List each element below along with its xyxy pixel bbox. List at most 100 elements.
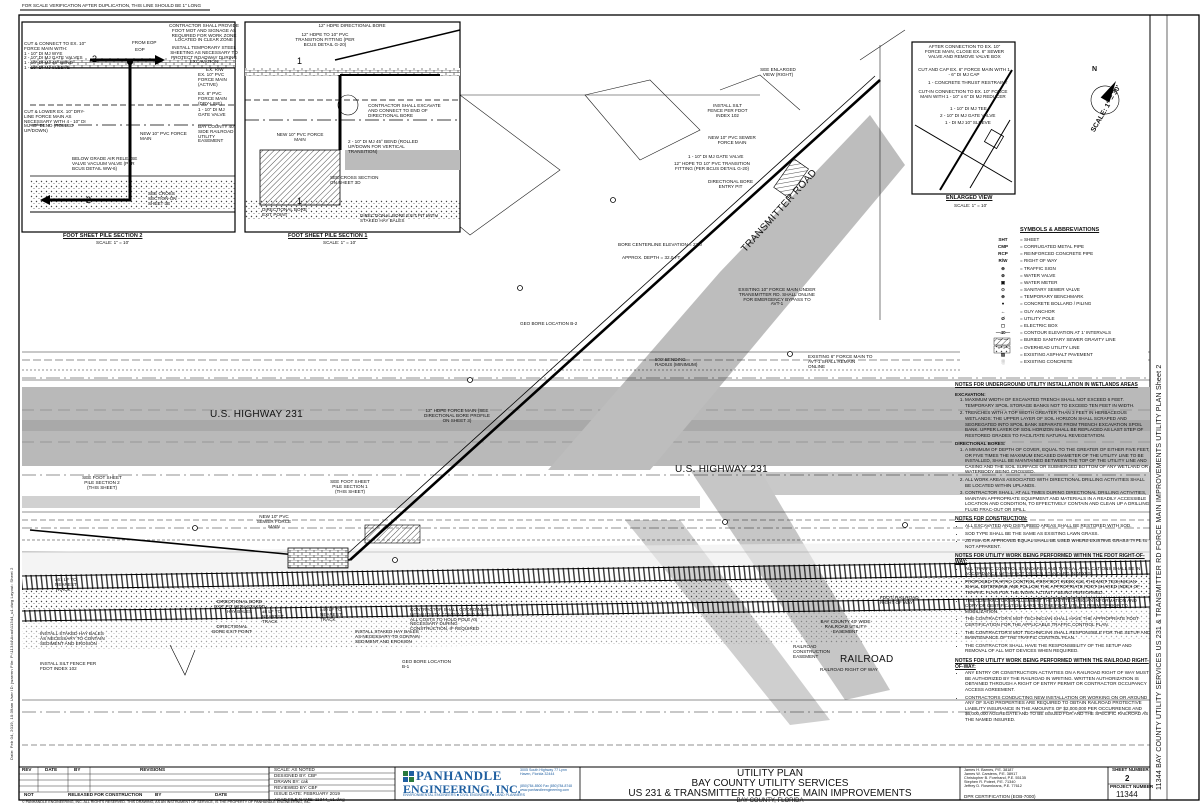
callout-new-10-pvc: NEW 10" PVC FORCE MAIN	[140, 131, 187, 141]
callout-cut-connect: CUT & CONNECT TO EX. 10" FORCE MAIN WITH…	[24, 41, 86, 71]
date-label: DATE	[215, 792, 228, 797]
plan-callout-bore-centerline: BORE CENTERLINE ELEVATION = 23.0	[618, 242, 702, 247]
project-number-label: PROJECT NUMBER	[1110, 784, 1154, 789]
plan-callout-bending-radius: 500' BENDING RADIUS (MINIMUM)	[655, 357, 698, 367]
not-label: NOT	[24, 792, 34, 797]
note-item: CONTRACTOR SHALL, AT ALL TIMES DURING DI…	[965, 490, 1151, 512]
plan-callout-exit-pit: DIRECTIONAL BORE EXIT PIT WITH STAKED HA…	[214, 599, 265, 614]
side-title-strip: 11344 BAY COUNTY UTILITY SERVICES US 231…	[1156, 364, 1163, 790]
note-item: PROPOSED TRAFFIC CONTROL PER FDOT INDEX …	[965, 579, 1151, 596]
notes-panel: NOTES FOR UNDERGROUND UTILITY INSTALLATI…	[955, 378, 1151, 724]
note-item: ALL WORK AREAS ASSOCIATED WITH DIRECTION…	[965, 477, 1151, 488]
notes-heading: NOTES FOR CONSTRUCTION:	[955, 516, 1028, 523]
legend-row: ⊗= WATER VALVE	[994, 273, 1134, 280]
legend-row: R/W= RIGHT OF WAY	[994, 258, 1134, 265]
legend-label: = TRAFFIC SIGN	[1020, 265, 1056, 271]
notes-list: ANY ENTRY OR CONSTRUCTION ACTIVITIES ON …	[955, 670, 1151, 722]
company-address: 3005 South Highway 77 Lynn Haven, Florid…	[520, 768, 567, 776]
enlarged-callout-gate: 2 - 10" DI MJ GATE VALVE	[940, 113, 996, 118]
notes-list: ALL EXCAVATED AND DISTURBED AREAS SHALL …	[955, 523, 1151, 549]
dpr-certification: DPR CERTIFICATION (EOB-7000)	[964, 794, 1036, 799]
enlarged-callout-sleeve: 1 - DI MJ 10" SLEEVE	[945, 120, 991, 125]
svg-text:2: 2	[92, 54, 97, 64]
plan-callout-geo-bore-b2: GEO BORE LOCATION B-2	[520, 321, 578, 326]
legend-title: SYMBOLS & ABBREVIATIONS	[1020, 227, 1100, 233]
plan-callout-see-section-2: SEE FOOT SHEET PILE SECTION 2 (THIS SHEE…	[82, 475, 122, 490]
info-acad-file: ACAD FILE NAME: 11344_u1.dwg	[274, 797, 345, 802]
legend-symbol: ▣	[1000, 279, 1006, 285]
legend-row: ▨= EXISTING ASPHALT PAVEMENT	[994, 352, 1134, 359]
detail-title-section-2: FOOT SHEET PILE SECTION 2	[63, 233, 143, 239]
enlarged-callout-tee: 1 - 10" DI MJ TEE	[950, 106, 987, 111]
detail-scale-section-2: SCALE: 1" = 10'	[96, 240, 130, 245]
info-scale: SCALE: AS NOTED	[274, 767, 315, 772]
legend-symbol: ⊗	[1001, 272, 1005, 278]
plan-callout-existing-10: EXISTING 10" FORCE MAIN UNDER TRANSMITTE…	[738, 287, 816, 307]
legend-symbol: ⊙	[1001, 287, 1005, 293]
enlarged-view-title: ENLARGED VIEW	[946, 195, 993, 201]
legend-symbol: — —	[997, 337, 1009, 343]
road-label-railroad: RAILROAD	[840, 654, 894, 665]
file-path-strip: Date: Feb 04, 2019, 10:39am User ID: jwa…	[9, 567, 14, 760]
callout-bore-exit-pit: DIRECTIONAL BORE EXIT PIT WITH STAKED HA…	[360, 213, 438, 223]
legend-row: ←= GUY ANCHOR	[994, 309, 1134, 316]
legend-label: = REINFORCED CONCRETE PIPE	[1020, 251, 1094, 257]
enlarged-callout-close-valve: AFTER CONNECTION TO EX. 10" FORCE MAIN, …	[924, 44, 1005, 59]
client-name: BAY COUNTY UTILITY SERVICES	[691, 778, 849, 789]
legend-row: — —= OVERHEAD UTILITY LINE	[994, 345, 1134, 352]
note-item: ZOYSIA OR APPROVED EQUAL SHALL BE USED W…	[965, 538, 1151, 549]
plan-callout-hdpe-main: 12" HDPE FORCE MAIN (SEE DIRECTIONAL BOR…	[424, 408, 490, 423]
plan-callout-rr-rw: RAILROAD RIGHT OF WAY	[820, 667, 878, 672]
by-header: BY	[74, 767, 81, 772]
note-item: ALL EXCAVATED AND DISTURBED AREAS SHALL …	[965, 523, 1151, 529]
legend-symbol: R/W	[998, 258, 1008, 264]
info-issue-date: ISSUE DATE: FEBRUARY 2019	[274, 791, 340, 796]
legend-row: Ø= UTILITY POLE	[994, 316, 1134, 323]
plan-callout-rr-construction: RAILROAD CONSTRUCTION EASEMENT	[793, 644, 831, 659]
detail-scale-section-1: SCALE: 1" = 10'	[323, 240, 357, 245]
plan-callout-silt-fence: INSTALL SILT FENCE PER FDOT INDEX 102	[707, 103, 748, 118]
plan-callout-new-sewer-fm: NEW 10" PVC SEWER FORCE MAIN	[256, 514, 292, 529]
svg-text:1: 1	[297, 196, 302, 206]
plan-callout-gate-valve: 1 - 10" DI MJ GATE VALVE	[688, 154, 744, 159]
plan-title: UTILITY PLAN	[737, 768, 803, 779]
plan-callout-transition: 12" HDPE TO 10" PVC TRANSITION FITTING (…	[673, 161, 751, 171]
note-item: MAXIMUM WIDTH OF EXCAVATED TRENCH SHALL …	[965, 397, 1151, 408]
project-number: 11344	[1116, 790, 1138, 799]
callout-cross-section-3e: SEE CROSS SECTION ON SHEET 3E	[148, 191, 177, 206]
plan-callout-hay-bales-mid: INSTALL STAKED HAY BALES AS NECESSARY TO…	[355, 629, 420, 644]
callout-excavate-connect: CONTRACTOR SHALL EXCAVATE AND CONNECT TO…	[368, 103, 441, 118]
company-logo-mark	[403, 771, 414, 782]
road-label-us231-west: U.S. HIGHWAY 231	[210, 409, 303, 420]
note-item: TRENCHES WITH A TOP WIDTH GREATER THAN 3…	[965, 410, 1151, 438]
legend-symbol: Ø	[1001, 315, 1005, 321]
callout-bore-exit-point: DIRECTIONAL BORE EXIT POINT	[262, 207, 308, 217]
legend-label: = CONCRETE BOLLARD / PILING	[1020, 301, 1092, 307]
note-item: CONTRACTORS CONDUCTING NEW INSTALLATION …	[965, 695, 1151, 723]
legend-symbol: ⊕	[1001, 265, 1005, 271]
callout-hdpe-bore: 12" HDPE DIRECTIONAL BORE	[318, 23, 386, 28]
legend-row: ▢= ELECTRIC BOX	[994, 323, 1134, 330]
notes-list: A MINIMUM OF DEPTH OF COVER, EQUAL TO TH…	[955, 447, 1151, 513]
callout-45-bend: 2 - 10" DI MJ 45° BEND (ROLLED UP/DOWN F…	[348, 139, 419, 154]
released-label: RELEASED FOR CONSTRUCTION	[68, 792, 143, 797]
info-drawn: DRAWN BY: cak	[274, 779, 309, 784]
callout-bay-easement: BAY COUNTY 40' SIDE RAILROAD UTILITY EAS…	[198, 124, 235, 144]
note-item: ANY ENTRY OR CONSTRUCTION ACTIVITIES ON …	[965, 670, 1151, 692]
callout-air-release: BELOW GRADE AIR RELEASE VALVE VACUUM VAL…	[72, 156, 138, 171]
callout-steel-sheeting: INSTALL TEMPORARY STEEL SHEETING AS NECE…	[170, 45, 238, 65]
legend-label: = GUY ANCHOR	[1020, 308, 1055, 314]
plan-callout-see-section-1: SEE FOOT SHEET PILE SECTION 1 (THIS SHEE…	[330, 479, 370, 494]
legend-symbol: ░	[1001, 358, 1005, 364]
legend-label: = WATER METER	[1020, 279, 1058, 285]
plan-callout-61lf: ±61 LF TO NEAREST TRACK	[55, 577, 77, 592]
legend-label: = CONTOUR ELEVATION AT 1' INTERVALS	[1020, 330, 1112, 336]
legend-row: ●= CONCRETE BOLLARD / PILING	[994, 301, 1134, 308]
plan-callout-new-force-main: NEW 10" PVC SEWER FORCE MAIN	[708, 135, 756, 145]
notes-subheading: DIRECTIONAL BORES:	[955, 441, 1006, 447]
company-tagline: ENVIRONMENTAL ENGINEERS ■ CIVIL ENGINEER…	[403, 793, 526, 797]
callout-new-10-pvc-mid: NEW 10" PVC FORCE MAIN	[276, 132, 324, 142]
